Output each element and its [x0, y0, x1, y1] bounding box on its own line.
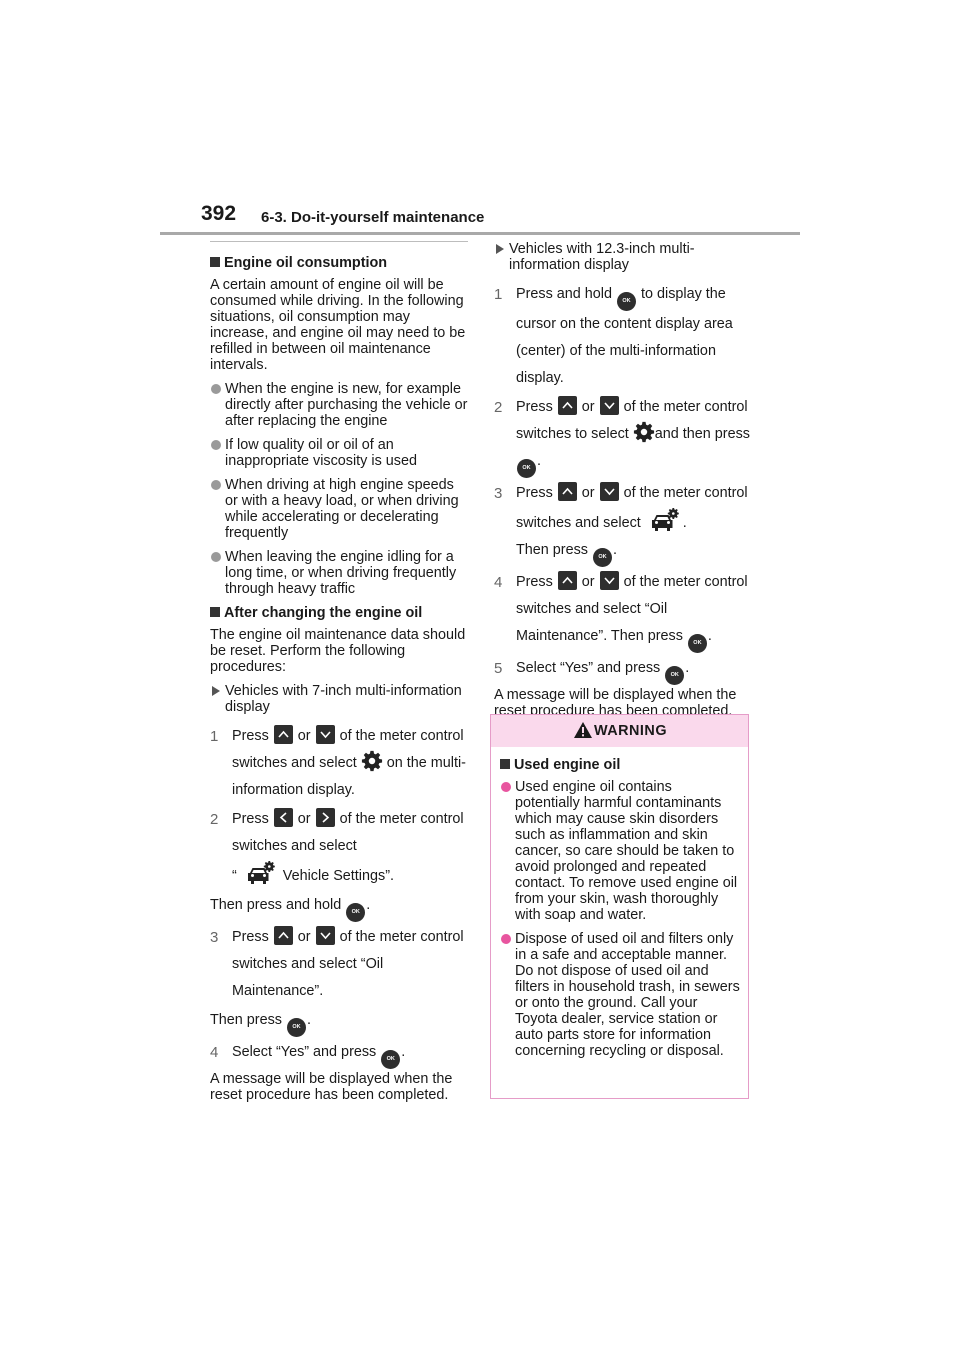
bullet-dot-icon: [211, 440, 221, 450]
bullet-dot-icon: [211, 552, 221, 562]
car-gear-icon: [651, 508, 679, 531]
step-3: 3 Press or of the meter control switches…: [210, 924, 468, 1005]
oil-consumption-heading: Engine oil consumption: [210, 255, 468, 271]
header-rule: [160, 232, 800, 235]
variant-7inch: Vehicles with 7-inch multi-information d…: [210, 683, 468, 715]
chevron-right-icon: [315, 808, 335, 827]
square-bullet-icon: [500, 759, 510, 769]
chevron-up-icon: [557, 482, 577, 501]
section-divider: [210, 241, 468, 242]
then-press: Then press OK.: [210, 1007, 468, 1037]
page-number: 392: [201, 202, 237, 225]
section-title: 6-3. Do-it-yourself maintenance: [261, 209, 485, 226]
bullet-dot-icon: [211, 480, 221, 490]
chevron-up-icon: [273, 725, 293, 744]
completion-message: A message will be displayed when the res…: [210, 1071, 453, 1103]
ok-button-icon: OK: [617, 292, 636, 311]
chevron-down-icon: [599, 571, 619, 590]
after-change-heading: After changing the engine oil: [210, 605, 468, 621]
chevron-down-icon: [599, 482, 619, 501]
list-item: When leaving the engine idling for a lon…: [210, 549, 468, 597]
list-item: Used engine oil contains potentially har…: [500, 779, 740, 923]
triangle-bullet-icon: [496, 244, 504, 254]
warning-box: WARNING Used engine oil Used engine oil …: [490, 714, 749, 1099]
chevron-down-icon: [599, 396, 619, 415]
chevron-down-icon: [315, 725, 335, 744]
gear-icon: [361, 750, 382, 772]
ok-button-icon: OK: [517, 459, 536, 478]
ok-button-icon: OK: [381, 1050, 401, 1069]
step-4: 4 Press or of the meter control switches…: [494, 569, 752, 653]
warning-title: WARNING: [593, 723, 668, 739]
chevron-up-icon: [273, 926, 293, 945]
step-1: 1 Press or of the meter control switches…: [210, 723, 468, 804]
step-2: 2 Press or of the meter control switches…: [210, 806, 468, 890]
gear-icon: [633, 421, 654, 443]
list-item: When the engine is new, for example dire…: [210, 381, 468, 429]
triangle-bullet-icon: [212, 686, 220, 696]
bullet-dot-icon: [211, 384, 221, 394]
warning-triangle-icon: [574, 722, 592, 738]
oil-consumption-intro: A certain amount of engine oil will be c…: [210, 277, 466, 373]
ok-button-icon: OK: [593, 548, 612, 567]
ok-button-icon: OK: [687, 634, 707, 653]
then-press-and-hold: Then press and hold OK.: [210, 892, 468, 922]
warning-body: Used engine oil Used engine oil contains…: [491, 747, 748, 1059]
ok-button-icon: OK: [287, 1018, 306, 1037]
right-column: Vehicles with 12.3-inch multi-informatio…: [494, 241, 752, 727]
step-3: 3 Press or of the meter control switches…: [494, 480, 752, 567]
chevron-down-icon: [315, 926, 335, 945]
ok-button-icon: OK: [665, 666, 685, 685]
chevron-left-icon: [273, 808, 293, 827]
list-item: If low quality oil or oil of an inapprop…: [210, 437, 468, 469]
chevron-up-icon: [557, 571, 577, 590]
car-gear-icon: [247, 861, 275, 884]
list-item: Dispose of used oil and filters only in …: [500, 931, 740, 1059]
warning-header: WARNING: [491, 715, 748, 747]
warning-heading: Used engine oil: [500, 757, 740, 773]
step-4: 4 Select “Yes” and press OK.: [210, 1039, 468, 1069]
list-item: When driving at high engine speeds or wi…: [210, 477, 468, 541]
chevron-up-icon: [557, 396, 577, 415]
step-5: 5 Select “Yes” and press OK.: [494, 655, 752, 685]
variant-12-3inch: Vehicles with 12.3-inch multi-informatio…: [494, 241, 752, 273]
bullet-dot-icon: [501, 782, 511, 792]
left-column: Engine oil consumption A certain amount …: [210, 241, 468, 1111]
step-2: 2 Press or of the meter control switches…: [494, 394, 752, 478]
after-change-intro: The engine oil maintenance data should b…: [210, 627, 466, 675]
bullet-dot-icon: [501, 934, 511, 944]
square-bullet-icon: [210, 607, 220, 617]
step-1: 1 Press and hold OK to display the curso…: [494, 286, 733, 386]
ok-button-icon: OK: [346, 903, 366, 922]
square-bullet-icon: [210, 257, 220, 267]
